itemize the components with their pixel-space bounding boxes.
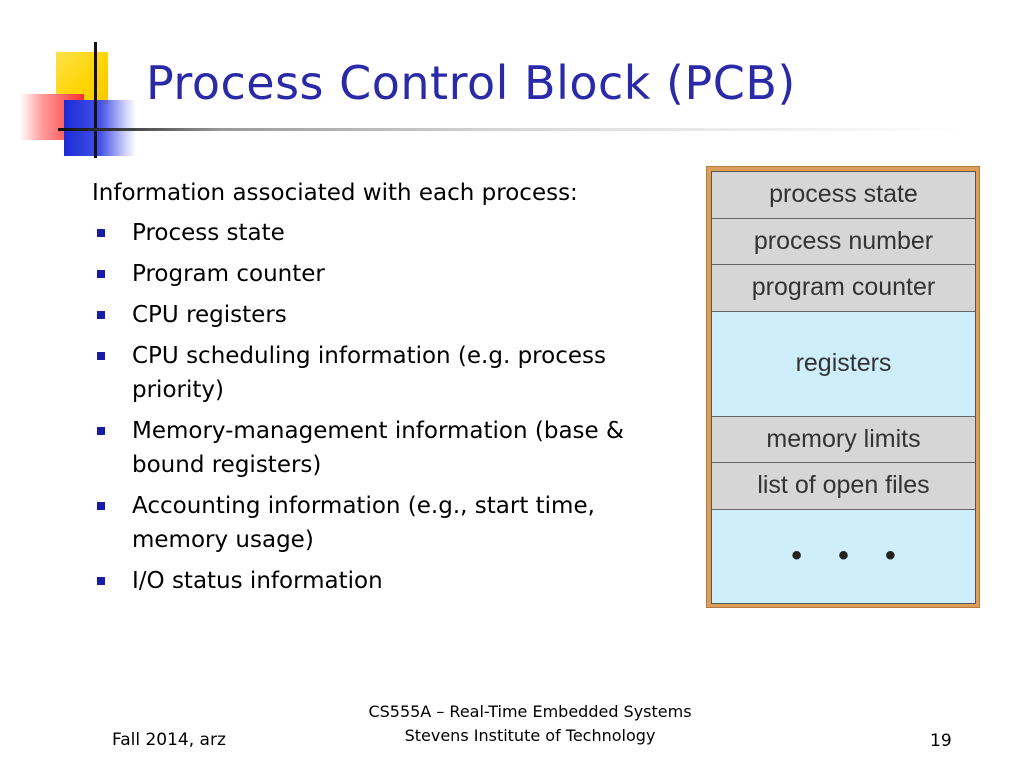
- list-item-text: Program counter: [132, 261, 325, 287]
- pcb-field-process-state: process state: [712, 172, 975, 219]
- square-bullet-icon: [97, 352, 105, 360]
- list-item: Memory-management information (base & bo…: [92, 414, 632, 482]
- square-bullet-icon: [97, 427, 105, 435]
- pcb-field-memory-limits: memory limits: [712, 416, 975, 463]
- list-item-text: Accounting information (e.g., start time…: [132, 493, 595, 553]
- logo-vertical-line: [94, 42, 97, 158]
- pcb-field-open-files: list of open files: [712, 463, 975, 510]
- list-item: Accounting information (e.g., start time…: [92, 489, 632, 557]
- bullet-list: Process state Program counter CPU regist…: [92, 216, 632, 598]
- pcb-field-ellipsis: • • •: [712, 509, 975, 603]
- list-item: Program counter: [92, 257, 632, 291]
- footer-course-name: CS555A – Real-Time Embedded Systems: [368, 702, 692, 721]
- list-item: CPU registers: [92, 298, 632, 332]
- pcb-field-process-number: process number: [712, 218, 975, 265]
- list-item: Process state: [92, 216, 632, 250]
- intro-text: Information associated with each process…: [92, 180, 578, 206]
- slide-title: Process Control Block (PCB): [146, 56, 796, 110]
- list-item-text: CPU registers: [132, 302, 287, 328]
- slide-body: Information associated with each process…: [92, 176, 632, 605]
- square-bullet-icon: [97, 577, 105, 585]
- pcb-field-registers: registers: [712, 311, 975, 417]
- footer-course: CS555A – Real-Time Embedded Systems Stev…: [290, 700, 770, 748]
- footer-date: Fall 2014, arz: [112, 730, 226, 750]
- pcb-diagram: process state process number program cou…: [706, 166, 980, 608]
- square-bullet-icon: [97, 270, 105, 278]
- footer-institution: Stevens Institute of Technology: [404, 726, 656, 745]
- list-item-text: CPU scheduling information (e.g. process…: [132, 343, 606, 403]
- square-bullet-icon: [97, 311, 105, 319]
- decorative-logo: [0, 0, 160, 170]
- list-item-text: Memory-management information (base & bo…: [132, 418, 624, 478]
- page-number: 19: [930, 731, 952, 751]
- square-bullet-icon: [97, 229, 105, 237]
- list-item: CPU scheduling information (e.g. process…: [92, 339, 632, 407]
- list-item-text: I/O status information: [132, 568, 383, 594]
- square-bullet-icon: [97, 502, 105, 510]
- pcb-field-stack: process state process number program cou…: [711, 171, 976, 604]
- list-item: I/O status information: [92, 564, 632, 598]
- title-underline: [58, 128, 968, 131]
- pcb-field-program-counter: program counter: [712, 265, 975, 312]
- list-item-text: Process state: [132, 220, 285, 246]
